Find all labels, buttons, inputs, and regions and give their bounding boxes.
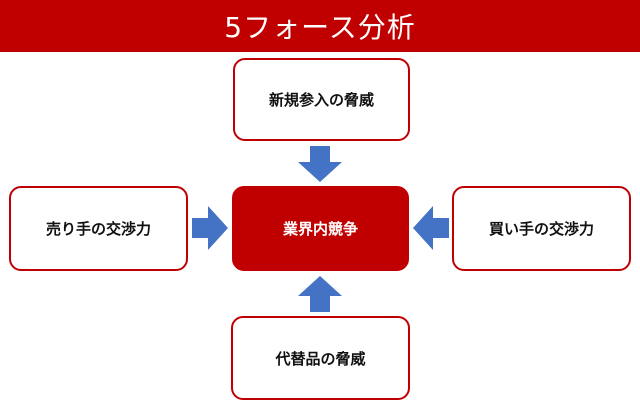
arrow-down-icon — [298, 146, 342, 182]
node-buyer-power: 買い手の交渉力 — [452, 186, 631, 271]
node-industry-rivalry-label: 業界内競争 — [282, 220, 358, 238]
node-new-entrants-label: 新規参入の脅威 — [268, 91, 374, 109]
node-supplier-power: 売り手の交渉力 — [9, 186, 188, 271]
arrow-right-icon — [192, 206, 228, 250]
node-industry-rivalry: 業界内競争 — [232, 186, 409, 271]
node-new-entrants: 新規参入の脅威 — [233, 58, 410, 141]
node-substitutes: 代替品の脅威 — [231, 316, 410, 400]
diagram-title: 5フォース分析 — [224, 11, 416, 44]
node-substitutes-label: 代替品の脅威 — [275, 349, 366, 368]
arrow-up-icon — [298, 276, 342, 312]
node-buyer-power-label: 買い手の交渉力 — [488, 220, 594, 238]
arrow-left-icon — [413, 206, 449, 250]
title-banner: 5フォース分析 — [0, 0, 640, 52]
node-supplier-power-label: 売り手の交渉力 — [45, 220, 151, 238]
